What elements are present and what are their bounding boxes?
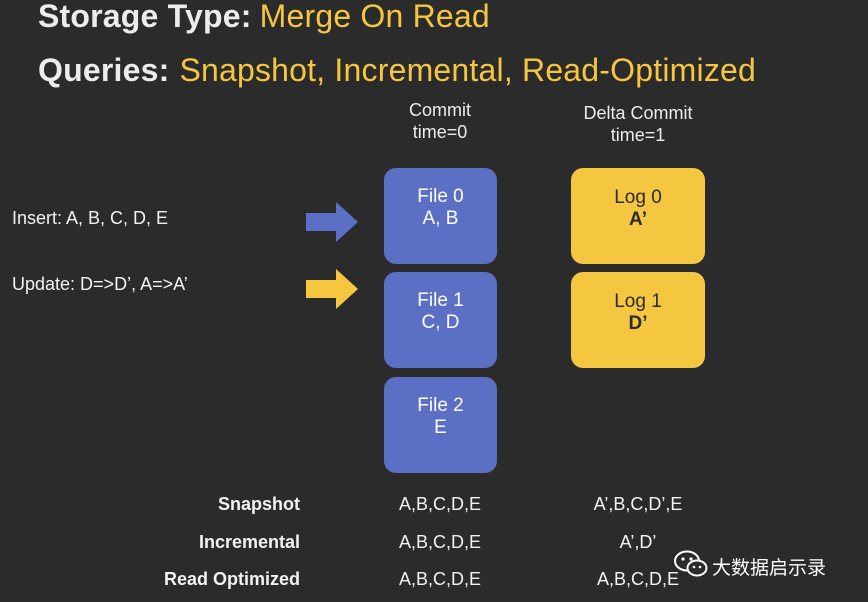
file-0-name: File 0: [417, 186, 464, 207]
update-arrow-icon: [306, 269, 358, 309]
commit-line2: time=0: [412, 122, 468, 142]
file-1-content: C, D: [421, 312, 460, 333]
title-value: Merge On Read: [259, 0, 490, 34]
file-2-name: File 2: [417, 395, 464, 416]
title-sep: :: [240, 0, 252, 34]
queries-value: Snapshot, Incremental, Read-Optimized: [179, 52, 757, 88]
log-1-content: D’: [628, 313, 648, 334]
delta-commit-line2: time=1: [610, 125, 666, 145]
title-key: Storage Type: [38, 0, 241, 34]
query-snapshot-delta: A’,B,C,D’,E: [593, 494, 683, 514]
insert-label: Insert: A, B, C, D, E: [12, 208, 169, 228]
wechat-icon: [674, 550, 708, 577]
query-read-optimized-delta: A,B,C,D,E: [596, 569, 680, 589]
log-0-box: Log 0 A’: [571, 168, 705, 264]
query-label-snapshot: Snapshot: [217, 494, 300, 514]
file-0-content: A, B: [422, 208, 459, 229]
query-label-incremental: Incremental: [198, 532, 300, 552]
queries-key: Queries:: [38, 52, 170, 88]
commit-line1: Commit: [409, 100, 471, 120]
log-0-name: Log 0: [614, 187, 662, 208]
query-read-optimized-commit: A,B,C,D,E: [398, 569, 482, 589]
file-0-box: File 0 A, B: [384, 168, 497, 264]
title-queries: Queries:Snapshot, Incremental, Read-Opti…: [38, 52, 756, 89]
file-1-name: File 1: [417, 290, 464, 311]
query-incremental-commit: A,B,C,D,E: [398, 532, 482, 552]
column-header-commit: Commit time=0: [380, 99, 500, 143]
query-incremental-delta: A’,D’: [619, 532, 657, 552]
update-label: Update: D=>D’, A=>A’: [12, 274, 188, 294]
delta-commit-line1: Delta Commit: [583, 103, 693, 123]
column-header-delta-commit: Delta Commit time=1: [563, 102, 713, 146]
query-snapshot-commit: A,B,C,D,E: [398, 494, 482, 514]
log-0-content: A’: [629, 209, 647, 230]
log-1-box: Log 1 D’: [571, 272, 705, 368]
title-storage-type: Storage Type:Merge On Read: [38, 0, 490, 35]
query-label-read-optimized: Read Optimized: [163, 569, 300, 589]
log-1-name: Log 1: [614, 291, 662, 312]
file-1-box: File 1 C, D: [384, 272, 497, 368]
file-2-content: E: [434, 417, 447, 438]
insert-arrow-icon: [306, 202, 358, 242]
file-2-box: File 2 E: [384, 377, 497, 473]
watermark-text: 大数据启示录: [712, 558, 827, 579]
